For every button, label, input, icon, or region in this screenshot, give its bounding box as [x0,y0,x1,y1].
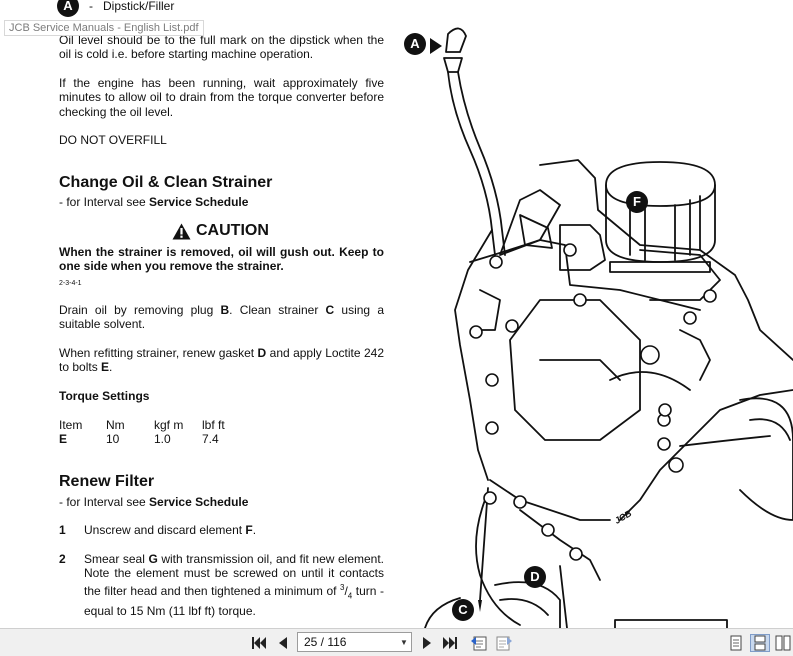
first-page-button[interactable] [250,634,268,652]
torque-header-lbfft: lbf ft [202,418,225,432]
step-number-1: 1 [59,523,66,537]
torque-header-item: Item [59,418,83,432]
continuous-view-icon [754,635,766,651]
legend-separator: - [89,0,93,13]
section-title-renew-filter: Renew Filter [59,473,155,490]
go-forward-icon [496,636,512,651]
go-back-icon [471,636,487,651]
torque-cell-kgfm: 1.0 [154,432,171,446]
torque-header-kgfm: kgf m [154,418,184,432]
service-schedule-ref: Service Schedule [149,495,249,509]
torque-settings-title: Torque Settings [59,389,150,403]
facing-view-icon [775,635,791,651]
pdf-viewer-toolbar: 25 / 116 ▼ [0,628,793,656]
caution-title: CAUTION [196,221,269,239]
figure-callout-d: D [524,566,546,588]
section-title-change-oil: Change Oil & Clean Strainer [59,174,273,191]
torque-cell-item: E [59,432,68,446]
first-page-icon [252,637,266,649]
section-interval-change-oil: - for Interval see Service Schedule [59,195,249,209]
go-forward-button[interactable] [494,634,514,652]
single-page-view-icon [730,635,742,651]
single-page-view-button[interactable] [728,634,744,652]
callout-a-badge: A [57,0,79,17]
paragraph-drain-oil: Drain oil by removing plug B. Clean stra… [59,303,385,332]
torque-cell-lbfft: 7.4 [202,432,219,446]
go-back-button[interactable] [469,634,489,652]
service-schedule-ref: Service Schedule [149,195,249,209]
continuous-view-button[interactable] [750,634,770,652]
section-interval-renew-filter: - for Interval see Service Schedule [59,495,249,509]
figure-callout-a: A [404,33,426,55]
step-number-2: 2 [59,552,66,566]
paragraph-engine-running: If the engine has been running, wait app… [59,76,384,119]
paragraph-refitting: When refitting strainer, renew gasket D … [59,346,385,375]
caution-code: 2-3-4-1 [59,280,82,287]
torque-cell-nm: 10 [106,432,120,446]
page-number-input[interactable]: 25 / 116 ▼ [297,632,412,652]
dropdown-arrow-icon[interactable]: ▼ [400,637,408,647]
next-page-icon [423,637,431,649]
figure-callout-c: C [452,599,474,621]
pdf-filename-watermark: JCB Service Manuals - English List.pdf [4,20,204,36]
prev-page-icon [279,637,287,649]
facing-view-button[interactable] [774,634,792,652]
document-page: A - Dipstick/Filler Oil level should be … [57,0,793,628]
transmission-illustration [424,27,793,628]
legend-text: Dipstick/Filler [103,0,175,13]
step-text-2: Smear seal G with transmission oil, and … [84,552,385,618]
paragraph-do-not-overfill: DO NOT OVERFILL [59,133,167,147]
figure-callout-f: F [626,191,648,213]
caution-text: When the strainer is removed, oil will g… [59,245,384,274]
warning-triangle-icon [172,223,191,239]
last-page-button[interactable] [441,634,459,652]
page-number-value: 25 / 116 [304,635,347,649]
torque-header-nm: Nm [106,418,125,432]
last-page-icon [443,637,457,649]
caution-heading: CAUTION [172,221,269,241]
next-page-button[interactable] [418,634,436,652]
prev-page-button[interactable] [274,634,292,652]
step-text-1: Unscrew and discard element F. [84,523,257,537]
callout-legend-a: A - Dipstick/Filler [57,0,174,17]
paragraph-oil-level: Oil level should be to the full mark on … [59,33,384,62]
